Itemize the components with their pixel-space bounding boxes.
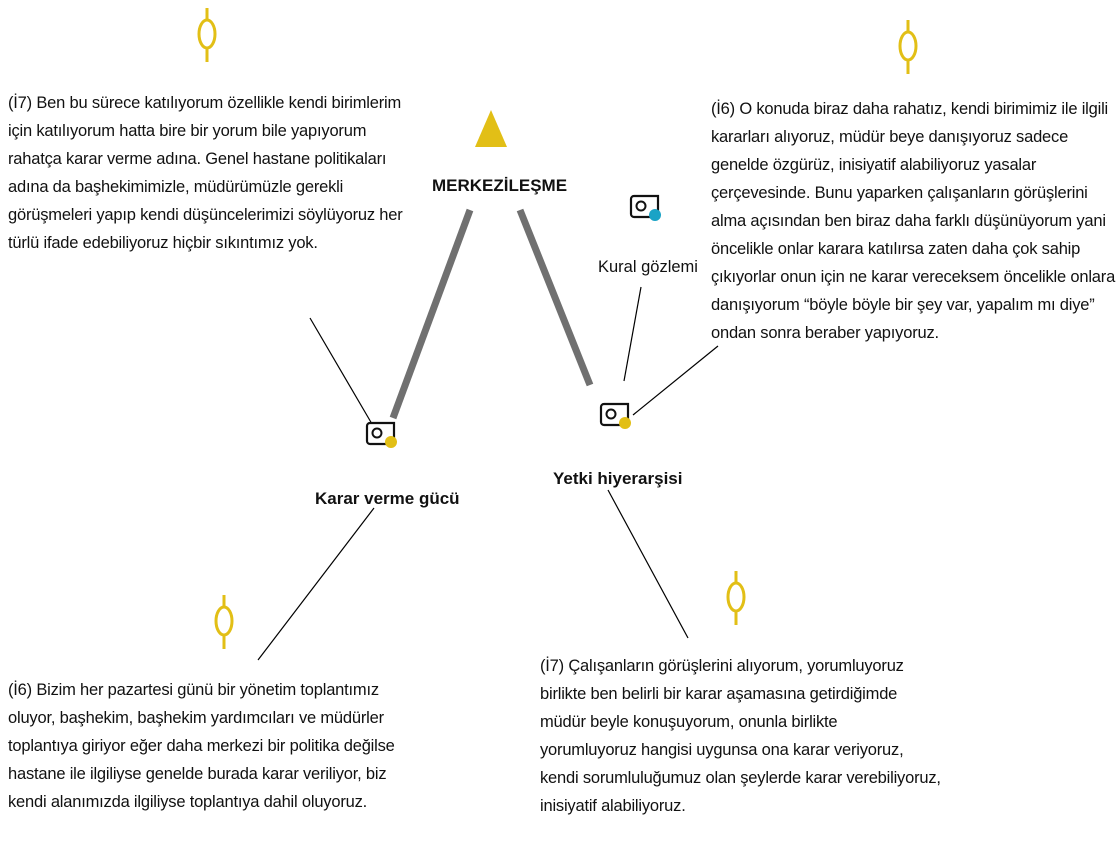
- triangle-icon: [475, 110, 507, 147]
- quote-line: kararları alıyoruz, müdür beye danışıyor…: [711, 128, 1069, 146]
- quote-line: için katılıyorum hatta bire bir yorum bi…: [8, 122, 367, 140]
- quotation-pin-icon: [726, 571, 746, 625]
- quotation-pin-icon: [197, 8, 217, 62]
- link-merkezilesme-yetki-hiyerarsisi: [516, 208, 594, 387]
- quote-line: rahatça karar verme adına. Genel hastane…: [8, 150, 387, 168]
- quote-line: yorumluyoruz hangisi uygunsa ona karar v…: [540, 741, 904, 759]
- quote-line: oluyor, başhekim, başhekim yardımcıları …: [8, 709, 384, 727]
- node-yetki-hiyerarsisi: Yetki hiyerarşisi: [553, 469, 683, 488]
- quotation-pin-icon: [898, 20, 918, 74]
- quote-line: inisiyatif alabiliyoruz.: [540, 797, 686, 815]
- link-quote-bottom-right: [607, 489, 689, 639]
- quote-line: birlikte ben belirli bir karar aşamasına…: [540, 685, 898, 703]
- code-tag-icon: [629, 194, 661, 221]
- quote-line: ondan sonra beraber yapıyoruz.: [711, 324, 939, 342]
- quotation-pin-icon: [214, 595, 234, 649]
- quote-line: kendi alanımızda ilgiliyse toplantıya da…: [8, 793, 368, 811]
- link-quote-top-right: [632, 345, 719, 416]
- quote-line: çıkıyorlar onun için ne karar vereceksem…: [711, 268, 1116, 286]
- link-quote-top-left: [309, 317, 373, 425]
- quote-line: toplantıya giriyor eğer daha merkezi bir…: [8, 737, 395, 755]
- link-kural-gozlemi: [623, 286, 642, 382]
- link-quote-bottom-left: [257, 507, 375, 661]
- quote-line: (İ7) Çalışanların görüşlerini alıyorum, …: [540, 657, 904, 675]
- quote-line: danışıyorum “böyle böyle bir şey var, ya…: [711, 296, 1095, 314]
- quote-line: kendi sorumluluğumuz olan şeylerde karar…: [540, 769, 941, 787]
- quote-line: hastane ile ilgiliyse genelde burada kar…: [8, 765, 387, 783]
- node-merkezilesme: MERKEZİLEŞME: [432, 176, 568, 195]
- node-karar-verme-gucu: Karar verme gücü: [315, 489, 460, 508]
- quote-top-left: (İ7) Ben bu sürece katılıyorum özellikle…: [8, 89, 403, 257]
- link-merkezilesme-karar-verme: [389, 208, 474, 420]
- quote-line: türlü ifade edebiliyoruz hiçbir sıkıntım…: [8, 234, 318, 252]
- code-tag-icon: [599, 402, 631, 429]
- quote-line: genelde özgürüz, inisiyatif alabiliyoruz…: [711, 156, 1037, 174]
- quote-line: görüşmeleri yapıp kendi düşüncelerimizi …: [8, 206, 403, 224]
- quote-line: adına da başhekimimizle, müdürümüzle ger…: [8, 178, 344, 196]
- quote-line: çerçevesinde. Bunu yaparken çalışanların…: [711, 184, 1088, 202]
- quote-line: (İ6) O konuda biraz daha rahatız, kendi …: [711, 100, 1109, 118]
- quote-top-right: (İ6) O konuda biraz daha rahatız, kendi …: [711, 95, 1115, 347]
- quote-line: alma açısından ben biraz daha farklı düş…: [711, 212, 1106, 230]
- code-tag-icon: [365, 421, 397, 448]
- quote-line: (İ7) Ben bu sürece katılıyorum özellikle…: [8, 94, 401, 112]
- quote-line: (İ6) Bizim her pazartesi günü bir yöneti…: [8, 681, 379, 699]
- quote-bottom-left: (İ6) Bizim her pazartesi günü bir yöneti…: [8, 676, 395, 816]
- quote-line: müdür beyle konuşuyorum, onunla birlikte: [540, 713, 838, 731]
- quote-bottom-right: (İ7) Çalışanların görüşlerini alıyorum, …: [540, 652, 941, 820]
- node-kural-gozlemi: Kural gözlemi: [598, 258, 698, 276]
- quote-line: öncelikle onlar karara katılırsa zaten d…: [711, 240, 1081, 258]
